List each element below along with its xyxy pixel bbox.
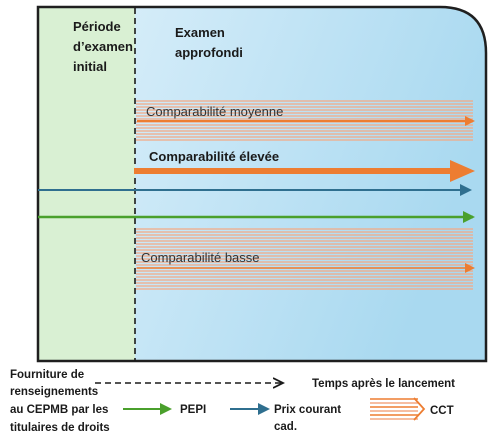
legend-time-after-launch: Temps après le lancement	[312, 378, 455, 390]
legend-cct-label: CCT	[430, 405, 454, 417]
band-medium-label: Comparabilité moyenne	[146, 104, 283, 119]
band-low-label: Comparabilité basse	[141, 250, 260, 265]
initial-review-panel	[38, 7, 135, 361]
initial-review-label: Période d’examen initial	[73, 19, 137, 74]
legend: Fourniture de renseignements au CEPMB pa…	[10, 369, 455, 434]
band-high-arrowhead	[450, 160, 475, 182]
band-low-stripes	[136, 228, 473, 290]
frame-border	[36, 5, 488, 363]
legend-cct-swatch	[370, 397, 426, 421]
in-depth-review-label: Examen approfondi	[175, 25, 243, 60]
timeline-frame	[36, 5, 488, 363]
band-medium-stripes	[136, 100, 473, 141]
legend-supply-info: Fourniture de renseignements au CEPMB pa…	[10, 369, 112, 434]
band-high-label: Comparabilité élevée	[149, 149, 279, 164]
legend-current-price-label: Prix courant cad.	[274, 404, 344, 433]
legend-pepi-label: PEPI	[180, 404, 206, 416]
legend-cct-arrowhead	[413, 397, 426, 421]
